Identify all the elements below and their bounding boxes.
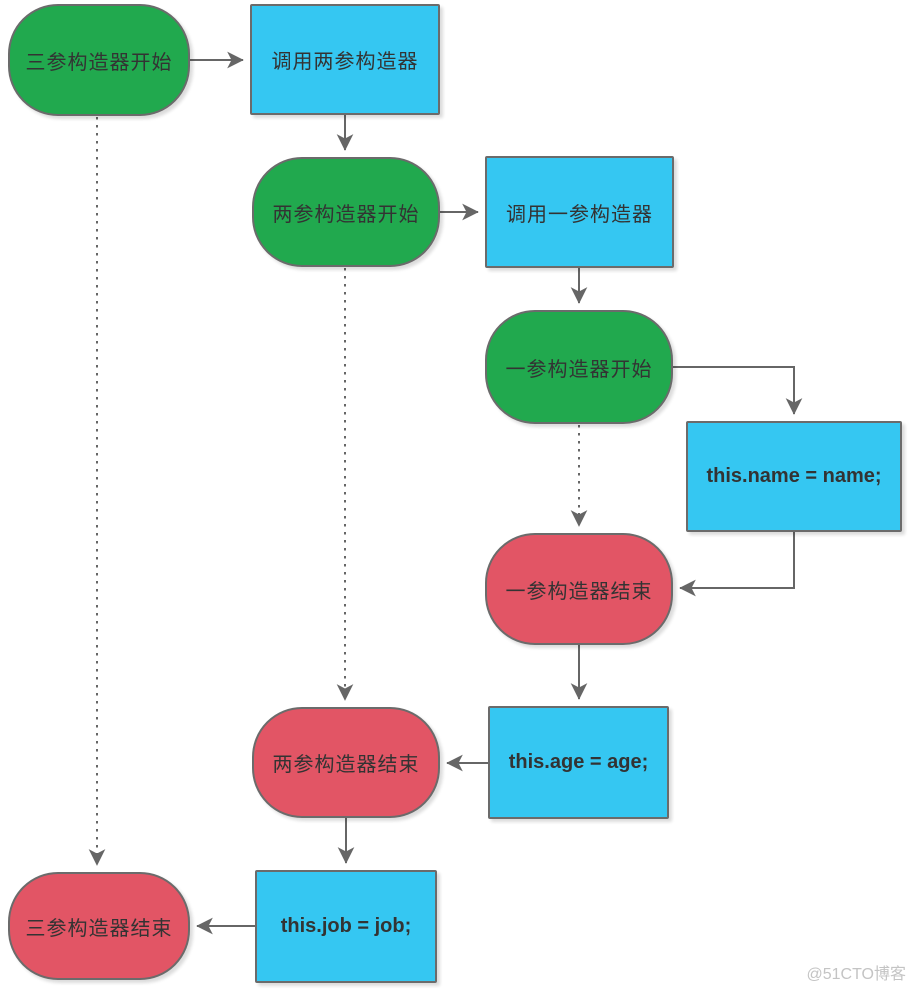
node-start-2param: 两参构造器开始 — [252, 157, 440, 267]
node-assign-age: this.age = age; — [488, 706, 669, 819]
node-assign-job: this.job = job; — [255, 870, 437, 983]
node-start-3param: 三参构造器开始 — [8, 4, 190, 116]
node-call-2param: 调用两参构造器 — [250, 4, 440, 115]
node-call-1param: 调用一参构造器 — [485, 156, 674, 268]
edge-start1-to-assignname — [673, 366, 803, 415]
node-start-1param: 一参构造器开始 — [485, 310, 673, 424]
edge-assignname-to-end1 — [679, 532, 795, 597]
node-assign-name: this.name = name; — [686, 421, 902, 532]
node-end-3param: 三参构造器结束 — [8, 872, 190, 980]
node-end-1param: 一参构造器结束 — [485, 533, 673, 645]
watermark: @51CTO博客 — [806, 966, 906, 983]
node-end-2param: 两参构造器结束 — [252, 707, 440, 818]
